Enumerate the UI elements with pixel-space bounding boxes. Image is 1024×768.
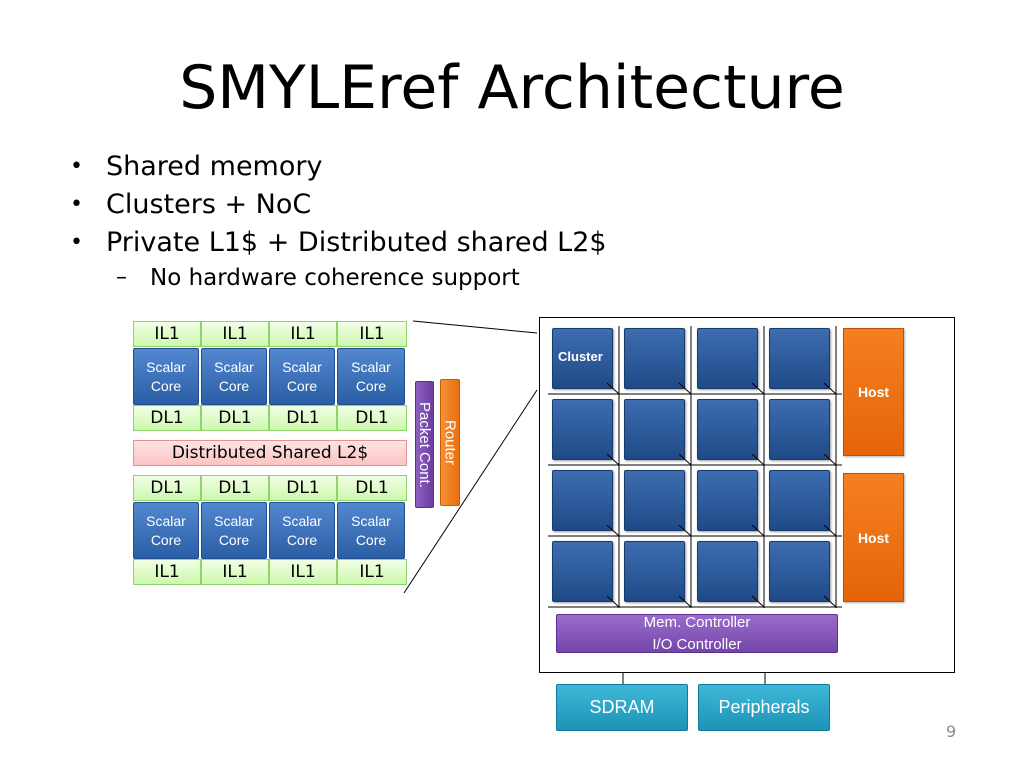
core-label-line2: Core bbox=[150, 377, 182, 394]
sub-bullet-item: –No hardware coherence support bbox=[70, 262, 607, 294]
cluster-node bbox=[624, 470, 685, 531]
cluster-node bbox=[769, 470, 830, 531]
slide-title: SMYLEref Architecture bbox=[179, 53, 845, 123]
bullet-marker: • bbox=[70, 154, 83, 179]
il1-cache: IL1 bbox=[133, 559, 201, 585]
cluster-node bbox=[552, 399, 613, 460]
cluster-node bbox=[769, 541, 830, 602]
bullet-text: Shared memory bbox=[106, 151, 323, 182]
sub-bullet-text: No hardware coherence support bbox=[150, 265, 520, 291]
core-label-line1: Scalar bbox=[282, 358, 322, 375]
cluster-label: Cluster bbox=[558, 349, 603, 364]
cluster-node bbox=[697, 470, 758, 531]
core-label-line2: Core bbox=[218, 531, 250, 548]
cluster-node bbox=[697, 328, 758, 389]
packet-controller: Packet Cont. bbox=[415, 381, 434, 508]
core-label-line2: Core bbox=[150, 531, 182, 548]
bullet-text: Clusters + NoC bbox=[106, 189, 312, 220]
cluster-node bbox=[552, 541, 613, 602]
page-number: 9 bbox=[946, 722, 957, 741]
memory-controller-label: Mem. Controller bbox=[643, 613, 751, 631]
il1-cache: IL1 bbox=[337, 321, 407, 347]
core-label-line2: Core bbox=[218, 377, 250, 394]
il1-cache: IL1 bbox=[269, 321, 337, 347]
core-label-line1: Scalar bbox=[214, 512, 254, 529]
dl1-cache: DL1 bbox=[133, 475, 201, 501]
router: Router bbox=[440, 379, 460, 506]
core-label-line2: Core bbox=[355, 377, 387, 394]
dl1-cache: DL1 bbox=[337, 405, 407, 431]
il1-cache: IL1 bbox=[201, 321, 269, 347]
bullet-item: • Clusters + NoC bbox=[70, 186, 607, 224]
il1-cache: IL1 bbox=[269, 559, 337, 585]
core-label-line1: Scalar bbox=[146, 512, 186, 529]
core-label-line1: Scalar bbox=[214, 358, 254, 375]
core-label-line1: Scalar bbox=[282, 512, 322, 529]
cluster-node bbox=[769, 399, 830, 460]
cluster-node bbox=[552, 470, 613, 531]
cluster-node bbox=[624, 541, 685, 602]
cluster-node bbox=[552, 328, 613, 389]
il1-cache: IL1 bbox=[337, 559, 407, 585]
memory-io-controller: Mem. Controller I/O Controller bbox=[556, 614, 838, 653]
dl1-cache: DL1 bbox=[337, 475, 407, 501]
sub-bullet-marker: – bbox=[116, 265, 127, 290]
dl1-cache: DL1 bbox=[269, 475, 337, 501]
bullet-marker: • bbox=[70, 230, 83, 255]
il1-cache: IL1 bbox=[201, 559, 269, 585]
dl1-cache: DL1 bbox=[201, 405, 269, 431]
core-label-line2: Core bbox=[355, 531, 387, 548]
bullet-text: Private L1$ + Distributed shared L2$ bbox=[106, 227, 607, 258]
sdram-block: SDRAM bbox=[556, 684, 688, 731]
core-label-line1: Scalar bbox=[146, 358, 186, 375]
cluster-node bbox=[697, 541, 758, 602]
il1-cache: IL1 bbox=[133, 321, 201, 347]
core-label-line2: Core bbox=[286, 377, 318, 394]
bullet-item: • Private L1$ + Distributed shared L2$ bbox=[70, 224, 607, 262]
dl1-cache: DL1 bbox=[201, 475, 269, 501]
host-node: Host bbox=[843, 328, 904, 456]
core-label-line1: Scalar bbox=[351, 358, 391, 375]
dl1-cache: DL1 bbox=[133, 405, 201, 431]
cluster-node bbox=[624, 399, 685, 460]
host-node: Host bbox=[843, 473, 904, 602]
bullet-list: • Shared memory • Clusters + NoC • Private … bbox=[70, 148, 607, 294]
core-label-line1: Scalar bbox=[351, 512, 391, 529]
dl1-cache: DL1 bbox=[269, 405, 337, 431]
distributed-shared-l2: Distributed Shared L2$ bbox=[133, 440, 407, 466]
peripherals-block: Peripherals bbox=[698, 684, 830, 731]
cluster-node bbox=[624, 328, 685, 389]
cluster-node bbox=[697, 399, 758, 460]
core-label-line2: Core bbox=[286, 531, 318, 548]
cluster-node bbox=[769, 328, 830, 389]
io-controller-label: I/O Controller bbox=[652, 635, 742, 653]
bullet-marker: • bbox=[70, 192, 83, 217]
bullet-item: • Shared memory bbox=[70, 148, 607, 186]
